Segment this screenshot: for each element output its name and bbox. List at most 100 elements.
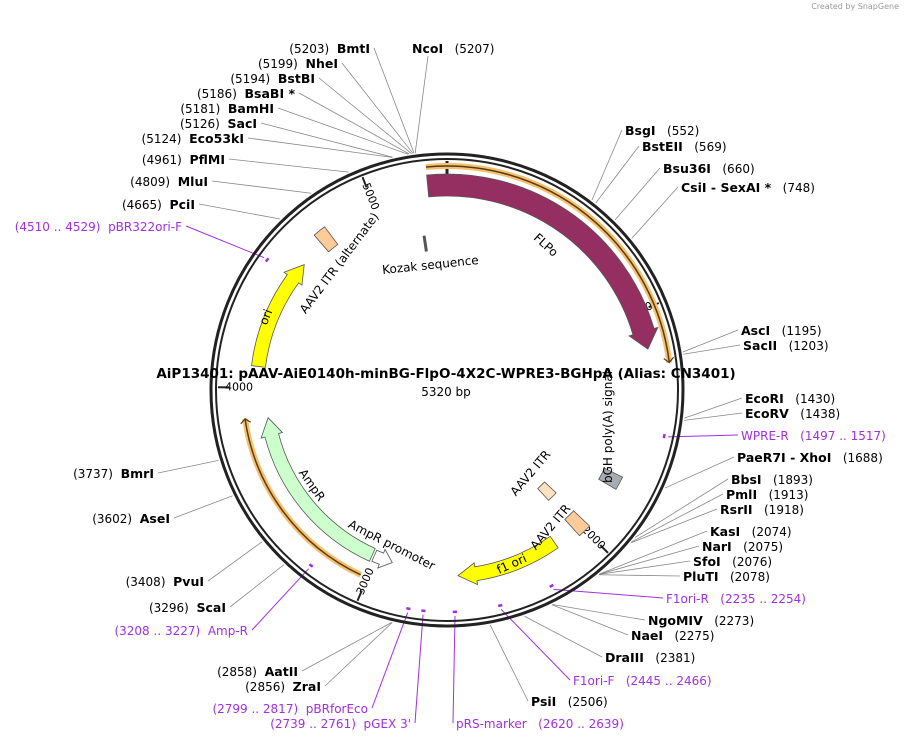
enzyme-leader-line — [683, 344, 741, 355]
enzyme-name: EcoRV — [745, 406, 789, 421]
enzyme-label[interactable]: (3737) BmrI — [73, 467, 154, 482]
primer-leader-line — [500, 609, 571, 681]
primer-name: pBRforEco — [305, 702, 368, 716]
enzyme-label[interactable]: (5186) BsaBI * — [197, 86, 295, 102]
enzyme-position: (4809) — [130, 175, 171, 189]
enzyme-label[interactable]: NaeI (2275) — [631, 629, 715, 644]
enzyme-label[interactable]: KasI (2074) — [710, 524, 792, 540]
feature-aav2-itr — [564, 510, 591, 537]
primer-label[interactable]: (2799 .. 2817) pBRforEco — [212, 702, 368, 716]
feature-label-bgh-polya[interactable]: bGH poly(A) signal — [601, 370, 616, 484]
enzyme-leader-line — [684, 397, 743, 419]
enzyme-label[interactable]: EcoRV (1438) — [745, 406, 841, 422]
enzyme-name: NcoI — [412, 41, 444, 56]
primer-name: pGEX 3' — [363, 717, 411, 731]
enzyme-label[interactable]: RsrII (1918) — [720, 503, 804, 518]
primer-label[interactable]: (4510 .. 4529) pBR322ori-F — [15, 220, 182, 234]
enzyme-position: (3602) — [92, 512, 133, 526]
enzyme-position: (5181) — [180, 102, 221, 116]
primer-position: (1497 .. 1517) — [800, 429, 886, 443]
primer-label[interactable]: pRS-marker (2620 .. 2639) — [456, 717, 624, 731]
enzyme-name: CsiI - SexAI * — [681, 180, 772, 195]
enzyme-label[interactable]: (4961) PflMI — [142, 153, 225, 168]
enzyme-label[interactable]: (4809) MluI — [130, 175, 208, 190]
enzyme-position: (1438) — [800, 407, 841, 421]
scale-tick-label: 4000 — [225, 380, 253, 393]
enzyme-label[interactable]: PluTI (2078) — [683, 570, 770, 585]
enzyme-leader-line — [318, 77, 412, 154]
primer-position: (2445 .. 2466) — [625, 674, 712, 688]
enzyme-name: AatII — [264, 664, 298, 679]
enzyme-position: (5126) — [179, 117, 220, 131]
enzyme-leader-line — [551, 604, 629, 636]
primer-label[interactable]: F1ori-F (2445 .. 2466) — [573, 674, 712, 688]
enzyme-leader-line — [260, 122, 393, 158]
enzyme-position: (2506) — [567, 695, 608, 709]
enzyme-position: (660) — [722, 162, 755, 176]
snapgene-credit: Created by SnapGene — [811, 2, 899, 11]
primer-leader-line — [371, 612, 409, 709]
enzyme-label[interactable]: (3408) PvuI — [126, 575, 204, 590]
enzyme-label[interactable]: (3602) AseI — [92, 512, 170, 527]
primer-label[interactable]: F1ori-R (2235 .. 2254) — [666, 592, 806, 606]
enzyme-name: Eco53kI — [189, 131, 244, 146]
enzyme-leader-line — [631, 493, 724, 543]
enzyme-position: (552) — [667, 124, 700, 138]
enzyme-label[interactable]: (5203) BmtI — [289, 42, 370, 57]
enzyme-label[interactable]: NcoI (5207) — [412, 41, 494, 57]
scale-tick — [356, 590, 363, 602]
enzyme-name: PciI — [169, 197, 195, 212]
feature-ampr-promoter — [371, 548, 393, 569]
enzyme-name: BsaBI * — [244, 86, 295, 101]
enzyme-position: (2074) — [751, 525, 792, 539]
enzyme-label[interactable]: BsgI (552) — [625, 124, 700, 139]
enzyme-label[interactable]: PmlI (1913) — [726, 488, 808, 503]
enzyme-leader-line — [301, 622, 392, 672]
primer-position: (3208 .. 3227) — [114, 624, 201, 638]
enzyme-label[interactable]: (5124) Eco53kI — [142, 131, 244, 147]
primer-label[interactable]: (2739 .. 2761) pGEX 3' — [270, 717, 411, 731]
primer-label[interactable]: WPRE-R (1497 .. 1517) — [741, 429, 886, 443]
enzyme-name: PsiI — [531, 694, 557, 709]
primer-name: F1ori-R — [666, 592, 709, 606]
enzyme-position: (1203) — [788, 339, 829, 353]
enzyme-label[interactable]: DraIII (2381) — [605, 651, 695, 666]
enzyme-label[interactable]: CsiI - SexAI * (748) — [681, 180, 815, 196]
enzyme-label[interactable]: Bsu36I (660) — [663, 162, 755, 177]
primer-name: pRS-marker — [456, 717, 527, 731]
primer-position: (4510 .. 4529) — [14, 220, 101, 234]
enzyme-name: KasI — [710, 524, 741, 539]
enzyme-position: (3296) — [148, 601, 189, 615]
enzyme-label[interactable]: (5126) SacI — [179, 117, 257, 132]
enzyme-label[interactable]: BbsI (1893) — [731, 473, 813, 488]
enzyme-label[interactable]: (4665) PciI — [122, 197, 195, 213]
enzyme-label[interactable]: (2856) ZraI — [245, 679, 321, 695]
translation-line — [425, 165, 671, 363]
enzyme-label[interactable]: (5199) NheI — [258, 56, 339, 72]
enzyme-label[interactable]: SfoI (2076) — [693, 555, 772, 570]
enzyme-label[interactable]: PsiI (2506) — [531, 694, 608, 710]
enzyme-label[interactable]: BstEII (569) — [642, 140, 727, 155]
enzyme-leader-line — [591, 129, 623, 201]
primer-name: Amp-R — [207, 624, 248, 638]
enzyme-label[interactable]: NarI (2075) — [702, 540, 783, 555]
enzyme-label[interactable]: PaeR7I - XhoI (1688) — [737, 451, 883, 466]
enzyme-label[interactable]: (2858) AatII — [217, 664, 298, 680]
feature-ampr — [260, 416, 376, 562]
enzyme-leader-line — [211, 180, 312, 194]
enzyme-label[interactable]: AscI (1195) — [741, 324, 822, 339]
enzyme-position: (2858) — [217, 665, 257, 679]
primer-binding-mark — [549, 583, 554, 588]
enzyme-name: ZraI — [292, 679, 321, 694]
enzyme-position: (2275) — [674, 629, 715, 643]
enzyme-label[interactable]: SacII (1203) — [743, 339, 829, 354]
enzyme-name: NheI — [305, 56, 339, 71]
enzyme-label[interactable]: EcoRI (1430) — [745, 392, 835, 407]
enzyme-leader-line — [599, 560, 691, 575]
enzyme-label[interactable]: (5194) BstBI — [230, 72, 315, 87]
enzyme-label[interactable]: (3296) ScaI — [148, 601, 226, 616]
enzyme-leader-line — [664, 456, 735, 489]
primer-label[interactable]: (3208 .. 3227) Amp-R — [114, 624, 248, 638]
enzyme-label[interactable]: (5181) BamHI — [180, 102, 274, 117]
enzyme-label[interactable]: NgoMIV (2273) — [648, 614, 754, 629]
